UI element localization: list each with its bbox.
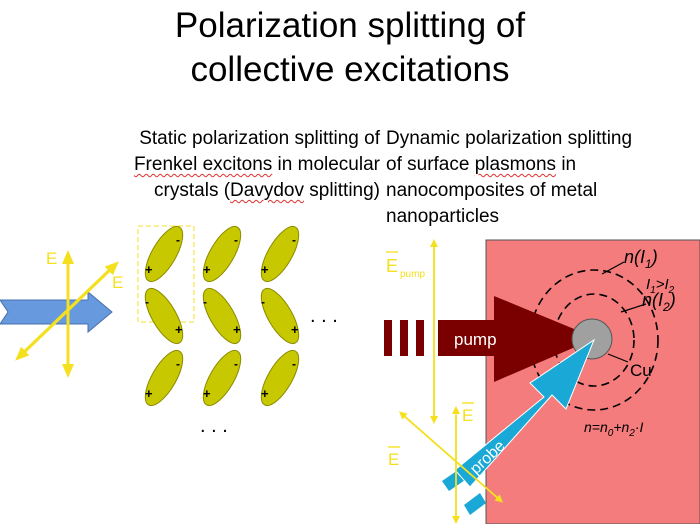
e-label-diagonal: E bbox=[112, 273, 123, 292]
slide-title: Polarization splitting of collective exc… bbox=[0, 4, 700, 92]
molecule-1: - + bbox=[144, 225, 184, 283]
dynamic-line-3: nanocomposites of metal bbox=[386, 180, 598, 201]
static-splitting-text: Static polarization splitting of Frenkel… bbox=[60, 126, 380, 204]
contour-labels: n(I1) n(I2) I1>I2 n=n0+n2·I bbox=[584, 247, 676, 439]
molecule-5: - + bbox=[202, 287, 242, 345]
e-label-vertical: E bbox=[46, 249, 57, 268]
dynamic-line-2-pre: of surface bbox=[386, 154, 475, 175]
e-field-vectors: E E bbox=[15, 249, 123, 378]
cu-label: Cu bbox=[630, 361, 652, 380]
minus-charge: - bbox=[176, 233, 180, 247]
incident-light-arrow bbox=[0, 290, 113, 334]
n-i1-label: n(I1) bbox=[624, 247, 658, 271]
molecule-4: - + bbox=[144, 287, 184, 345]
cu-label-group: Cu bbox=[607, 353, 652, 380]
minus-charge: - bbox=[234, 357, 238, 371]
molecule-7: - + bbox=[144, 349, 184, 407]
static-line-2: Frenkel excitons in molecular bbox=[60, 152, 380, 178]
title-line-2: collective excitations bbox=[190, 50, 510, 89]
n-i2-label: n(I2) bbox=[642, 290, 676, 314]
plus-charge: + bbox=[175, 322, 183, 337]
pump-label: pump bbox=[454, 330, 497, 349]
dynamic-splitting-text: Dynamic polarization splitting of surfac… bbox=[386, 126, 686, 230]
plus-charge: + bbox=[261, 386, 269, 401]
molecule-8: - + bbox=[202, 349, 242, 407]
static-line-3-post: splitting) bbox=[303, 180, 380, 201]
lattice-continuation-vertical: . . . bbox=[200, 415, 228, 437]
molecule-3: - + bbox=[260, 225, 300, 283]
molecule-lattice: - + - + - + - + - + - + - bbox=[144, 225, 338, 437]
static-line-1: Static polarization splitting of bbox=[139, 128, 380, 149]
e-probe-label-lower: E bbox=[388, 450, 399, 469]
e-pump-label: E bbox=[386, 256, 398, 276]
molecule-2: - + bbox=[202, 225, 242, 283]
davydov-term: Davydov bbox=[230, 180, 304, 201]
minus-charge: - bbox=[176, 357, 180, 371]
dynamic-line-1: Dynamic polarization splitting bbox=[386, 128, 633, 149]
molecule-9: - + bbox=[260, 349, 300, 407]
plasmons-term: plasmons bbox=[474, 154, 557, 175]
e-probe-vector: E E bbox=[388, 402, 504, 524]
molecule-6: - + bbox=[260, 287, 300, 345]
plus-charge: + bbox=[203, 262, 211, 277]
plus-charge: + bbox=[145, 262, 153, 277]
minus-charge: - bbox=[292, 357, 296, 371]
plus-charge: + bbox=[233, 322, 241, 337]
plus-charge: + bbox=[261, 262, 269, 277]
frenkel-excitons-term: Frenkel excitons bbox=[133, 154, 273, 175]
e-pump-subscript: pump bbox=[400, 269, 425, 280]
nonlinear-index-formula: n=n0+n2·I bbox=[584, 419, 644, 439]
minus-charge: - bbox=[145, 295, 149, 309]
minus-charge: - bbox=[261, 295, 265, 309]
nanocomposite-panel bbox=[485, 239, 700, 524]
plus-charge: + bbox=[145, 386, 153, 401]
minus-charge: - bbox=[234, 233, 238, 247]
intensity-inequality: I1>I2 bbox=[646, 276, 675, 296]
pump-beam: pump bbox=[384, 296, 596, 382]
e-probe-label-upper: E bbox=[462, 406, 473, 425]
plus-charge: + bbox=[203, 386, 211, 401]
static-line-2-rest: in molecular bbox=[272, 154, 380, 175]
dynamic-line-2: of surface plasmons in bbox=[386, 152, 686, 178]
static-line-3-pre: crystals ( bbox=[154, 180, 231, 201]
title-line-1: Polarization splitting of bbox=[174, 6, 526, 45]
plus-charge: + bbox=[291, 322, 299, 337]
dynamic-line-2-post: in bbox=[556, 154, 577, 175]
dynamic-line-4: nanoparticles bbox=[386, 206, 500, 227]
minus-charge: - bbox=[292, 233, 296, 247]
minus-charge: - bbox=[203, 295, 207, 309]
static-line-3: crystals (Davydov splitting) bbox=[60, 178, 380, 204]
lattice-continuation-horizontal: . . . bbox=[310, 305, 338, 327]
e-pump-vector: E pump bbox=[386, 239, 438, 424]
